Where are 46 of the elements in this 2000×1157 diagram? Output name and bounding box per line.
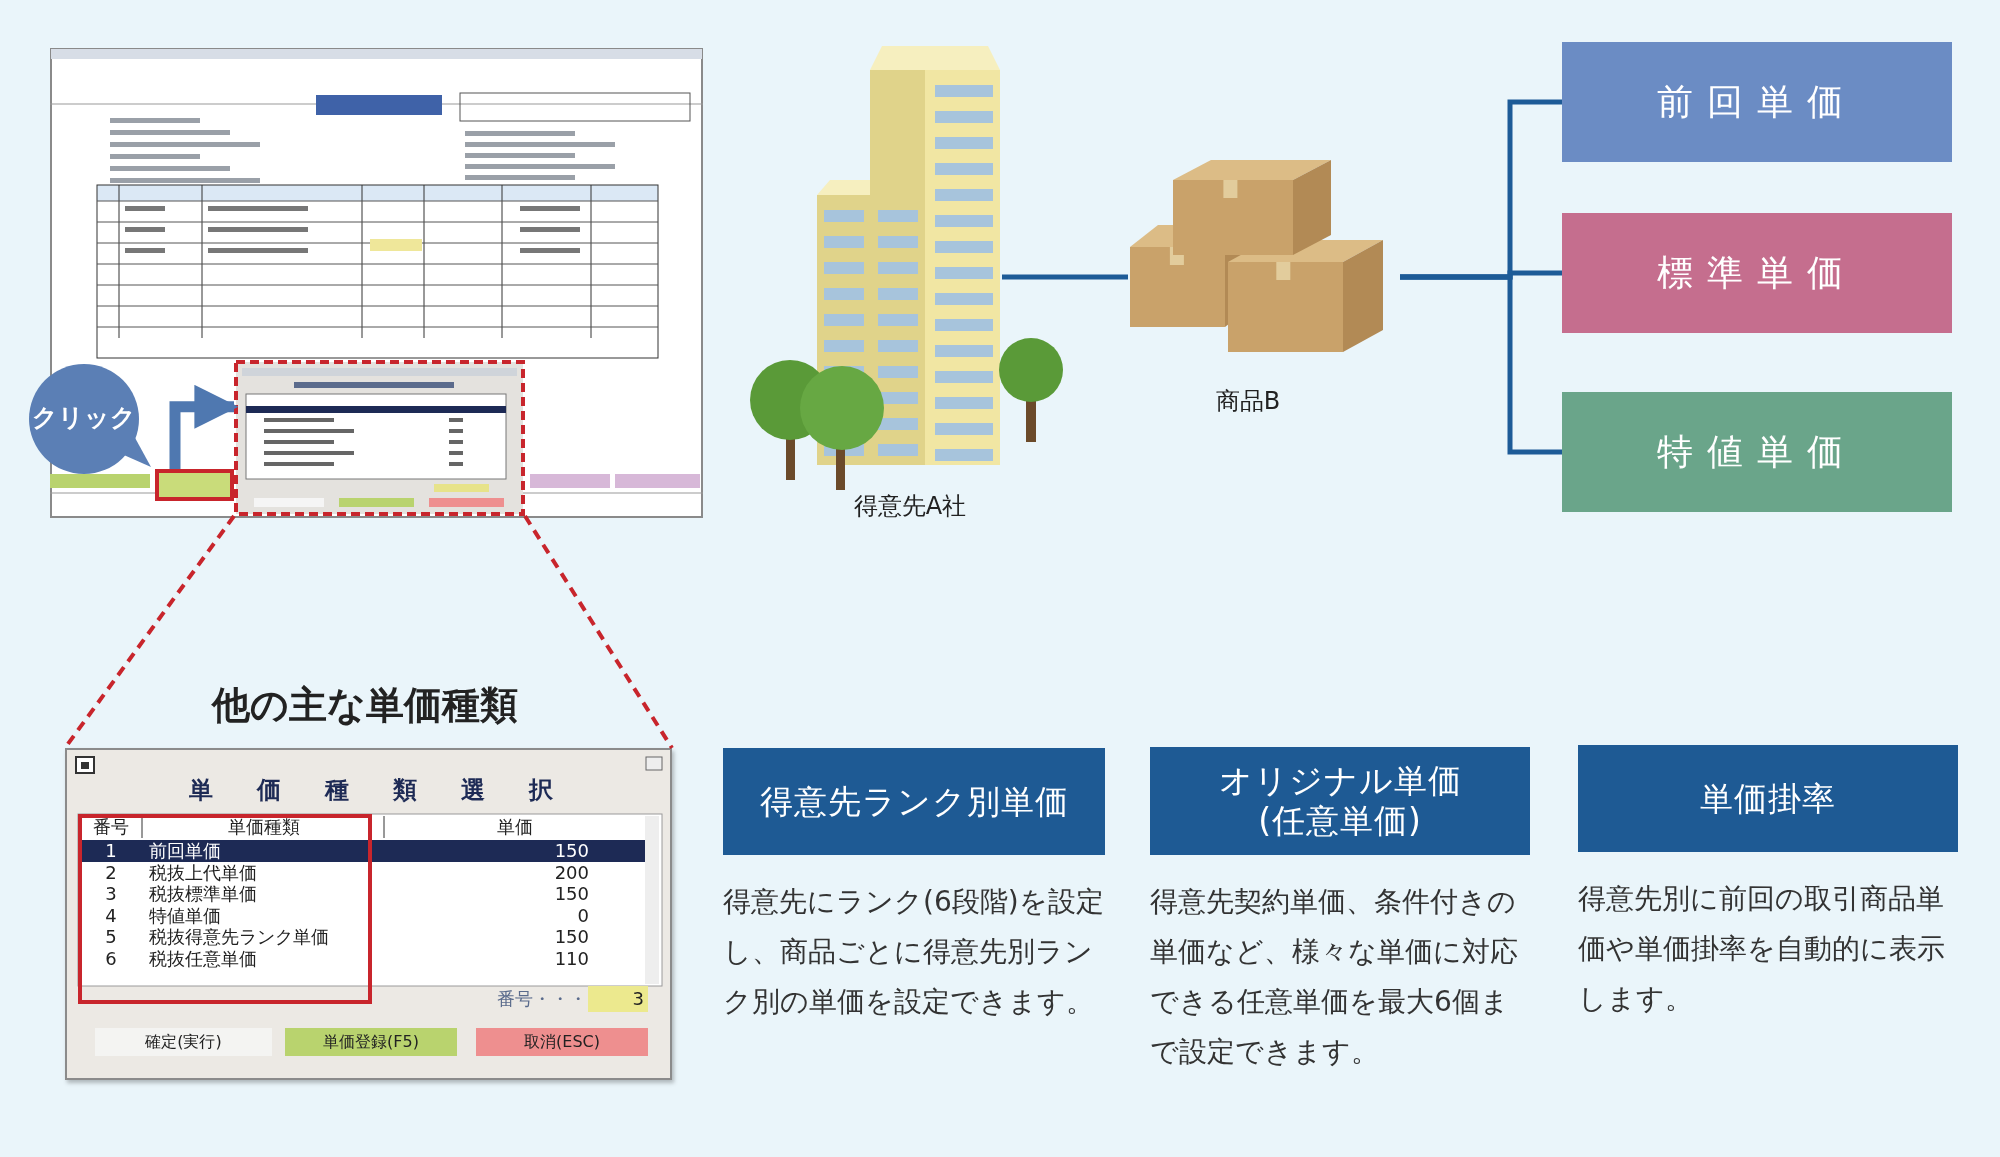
section-heading: 他の主な単価種類: [210, 682, 519, 729]
column-header: 単価: [496, 816, 534, 838]
caption-text: 得意先A社: [852, 491, 968, 522]
heading-box: 単価掛率: [1578, 745, 1958, 852]
dialog-window: [65, 748, 672, 1080]
connector-line: [1002, 274, 1128, 280]
heading-box: 得意先ランク別単価: [723, 748, 1105, 855]
table-cell-text: 4: [104, 904, 118, 927]
caption-text: 商品B: [1214, 386, 1282, 417]
table-cell-text: 前回単価: [149, 840, 222, 862]
column-header: 単価種類: [227, 816, 301, 838]
table-cell-text: 150: [553, 926, 589, 948]
table-cell-text: 150: [553, 840, 589, 862]
button: 確定(実行): [95, 1028, 272, 1056]
column-header: 番号: [92, 816, 130, 838]
table-cell-text: 特値単価: [149, 904, 222, 927]
price-type-box: 前回単価: [1562, 42, 1952, 162]
table-cell-text: 税抜得意先ランク単価: [149, 926, 330, 948]
input-field: 3: [588, 986, 648, 1012]
dialog-heading: 単価種類選択: [187, 775, 598, 806]
table-cell-text: 2: [104, 861, 118, 884]
table-cell-text: 1: [104, 840, 118, 862]
description-text: 得意先契約単価、条件付きの単価など、様々な単価に対応できる任意単価を最大6個まで設定できます。: [1150, 884, 1519, 1070]
arrow: [169, 384, 239, 469]
table-cell-text: 6: [104, 947, 118, 970]
connector-line: [523, 514, 674, 750]
field-label: 番号・・・: [496, 987, 587, 1011]
table-cell-text: 税抜任意単価: [149, 947, 258, 970]
table-cell-text: 5: [104, 926, 118, 948]
button: 単価登録(F5): [285, 1028, 457, 1056]
price-type-box: 標準単価: [1562, 213, 1952, 333]
heading-box: オリジナル単価 (任意単価): [1150, 747, 1530, 855]
highlighted-button: [155, 469, 234, 501]
table-cell-text: 110: [553, 947, 589, 970]
price-type-box: 特値単価: [1562, 392, 1952, 512]
description-text: 得意先にランク(6段階)を設定し、商品ごとに得意先別ランク別の単価を設定できます。: [723, 884, 1105, 1020]
button: 取消(ESC): [476, 1028, 648, 1056]
connector-line: [1400, 274, 1562, 455]
table-cell-text: 150: [553, 883, 589, 905]
speech-bubble-text: クリック: [31, 402, 137, 434]
table-cell-text: 200: [553, 861, 589, 884]
table-cell-text: 3: [104, 883, 118, 905]
table-cell-text: 税抜標準単価: [149, 883, 258, 905]
description-text: 得意先別に前回の取引商品単価や単価掛率を自動的に表示します。: [1578, 881, 1946, 1017]
table-cell-text: 税抜上代単価: [149, 861, 258, 884]
table-cell-text: 0: [576, 904, 589, 927]
